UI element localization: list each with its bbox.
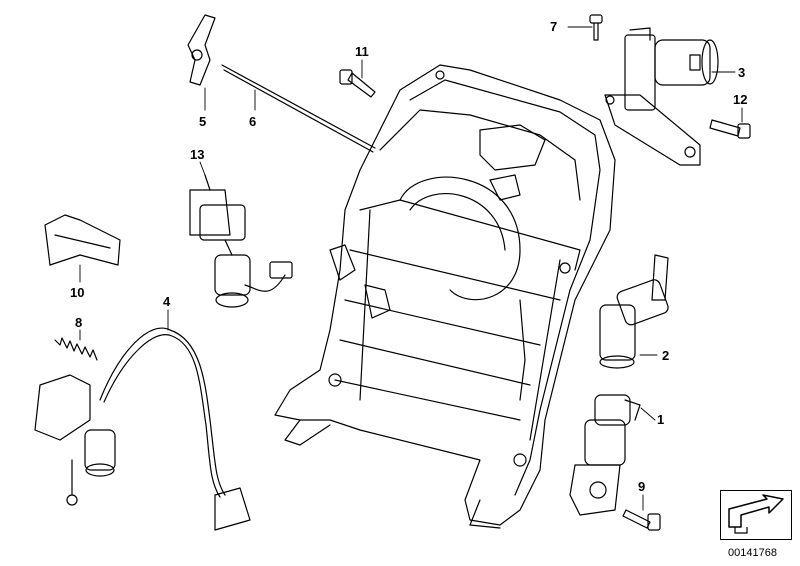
callout-3[interactable]: 3 [738, 65, 746, 80]
callout-6[interactable]: 6 [249, 114, 257, 129]
seat-backrest-frame [274, 64, 616, 529]
callout-leaders [79, 26, 743, 511]
part-6-rod [221, 64, 376, 153]
callout-13[interactable]: 13 [190, 147, 205, 162]
callout-12[interactable]: 12 [733, 92, 748, 107]
callout-1[interactable]: 1 [657, 412, 665, 427]
callout-2[interactable]: 2 [662, 348, 670, 363]
part-9-bolt [622, 509, 661, 531]
part-3-motor-bracket [604, 27, 719, 166]
part-4-cable-assembly [34, 327, 251, 531]
part-1-motor-gearbox [569, 394, 641, 516]
callout-8[interactable]: 8 [75, 315, 83, 330]
part-12-bolt [709, 119, 751, 139]
callout-7[interactable]: 7 [550, 19, 558, 34]
callout-4[interactable]: 4 [163, 294, 171, 309]
callout-9[interactable]: 9 [638, 479, 646, 494]
part-13-motor-harness [189, 174, 293, 308]
part-8-spring [54, 337, 98, 361]
part-7-screw [589, 14, 603, 41]
return-arrow-icon [728, 494, 784, 534]
part-10-bracket [44, 214, 121, 266]
callout-10[interactable]: 10 [70, 285, 85, 300]
part-11-bolt [339, 69, 376, 98]
callout-11[interactable]: 11 [355, 44, 369, 59]
part-5-lever [187, 14, 216, 86]
return-button[interactable] [720, 490, 792, 540]
part-2-motor [599, 254, 669, 369]
callout-5[interactable]: 5 [199, 114, 207, 129]
catalog-number: 00141768 [728, 547, 777, 559]
